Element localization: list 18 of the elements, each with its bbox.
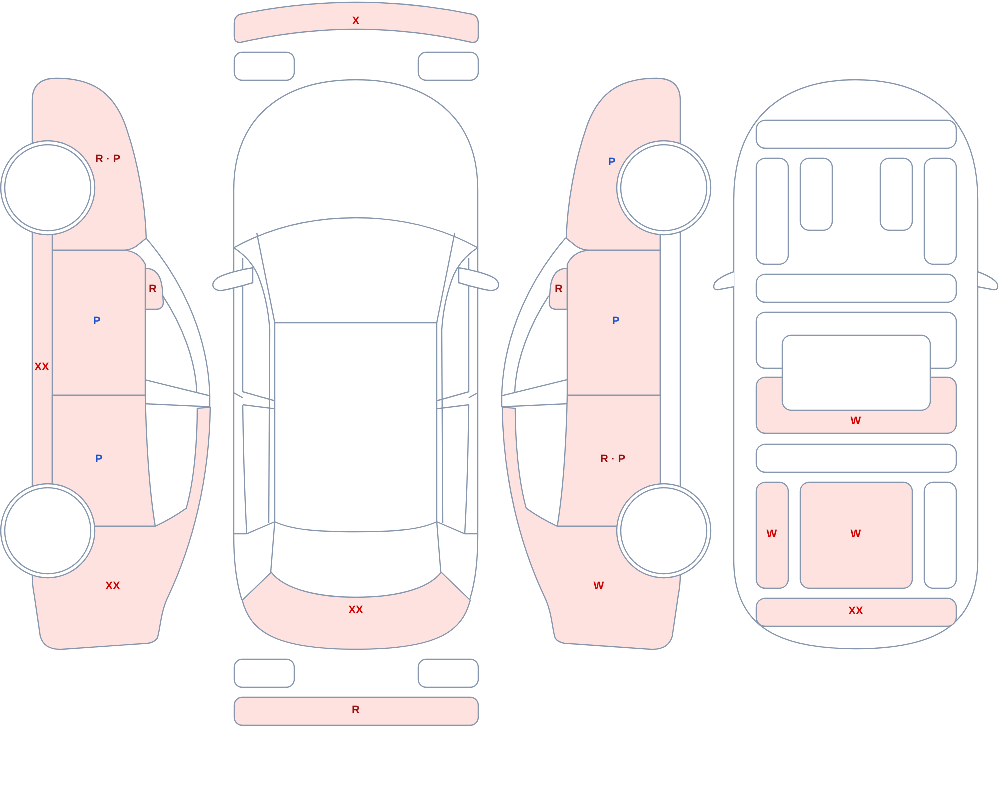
damage-code: P xyxy=(95,454,103,466)
damage-code: R xyxy=(555,284,563,296)
damage-code: XX xyxy=(348,606,364,616)
damage-code: W xyxy=(850,530,862,540)
damage-code: P xyxy=(608,158,616,168)
damage-code: P xyxy=(93,316,101,328)
damage-code: XX xyxy=(34,362,50,374)
damage-code: R xyxy=(149,284,157,296)
damage-code: P xyxy=(612,316,620,328)
damage-code: X xyxy=(352,16,360,28)
damage-code: R · P xyxy=(95,154,121,166)
damage-code: R · P xyxy=(600,454,626,466)
damage-code: W xyxy=(766,530,778,540)
damage-code: XX xyxy=(106,582,120,592)
damage-code: W xyxy=(850,416,862,428)
damage-code: R xyxy=(352,706,360,716)
damage-code: XX xyxy=(848,606,864,618)
damage-code: W xyxy=(594,582,604,592)
